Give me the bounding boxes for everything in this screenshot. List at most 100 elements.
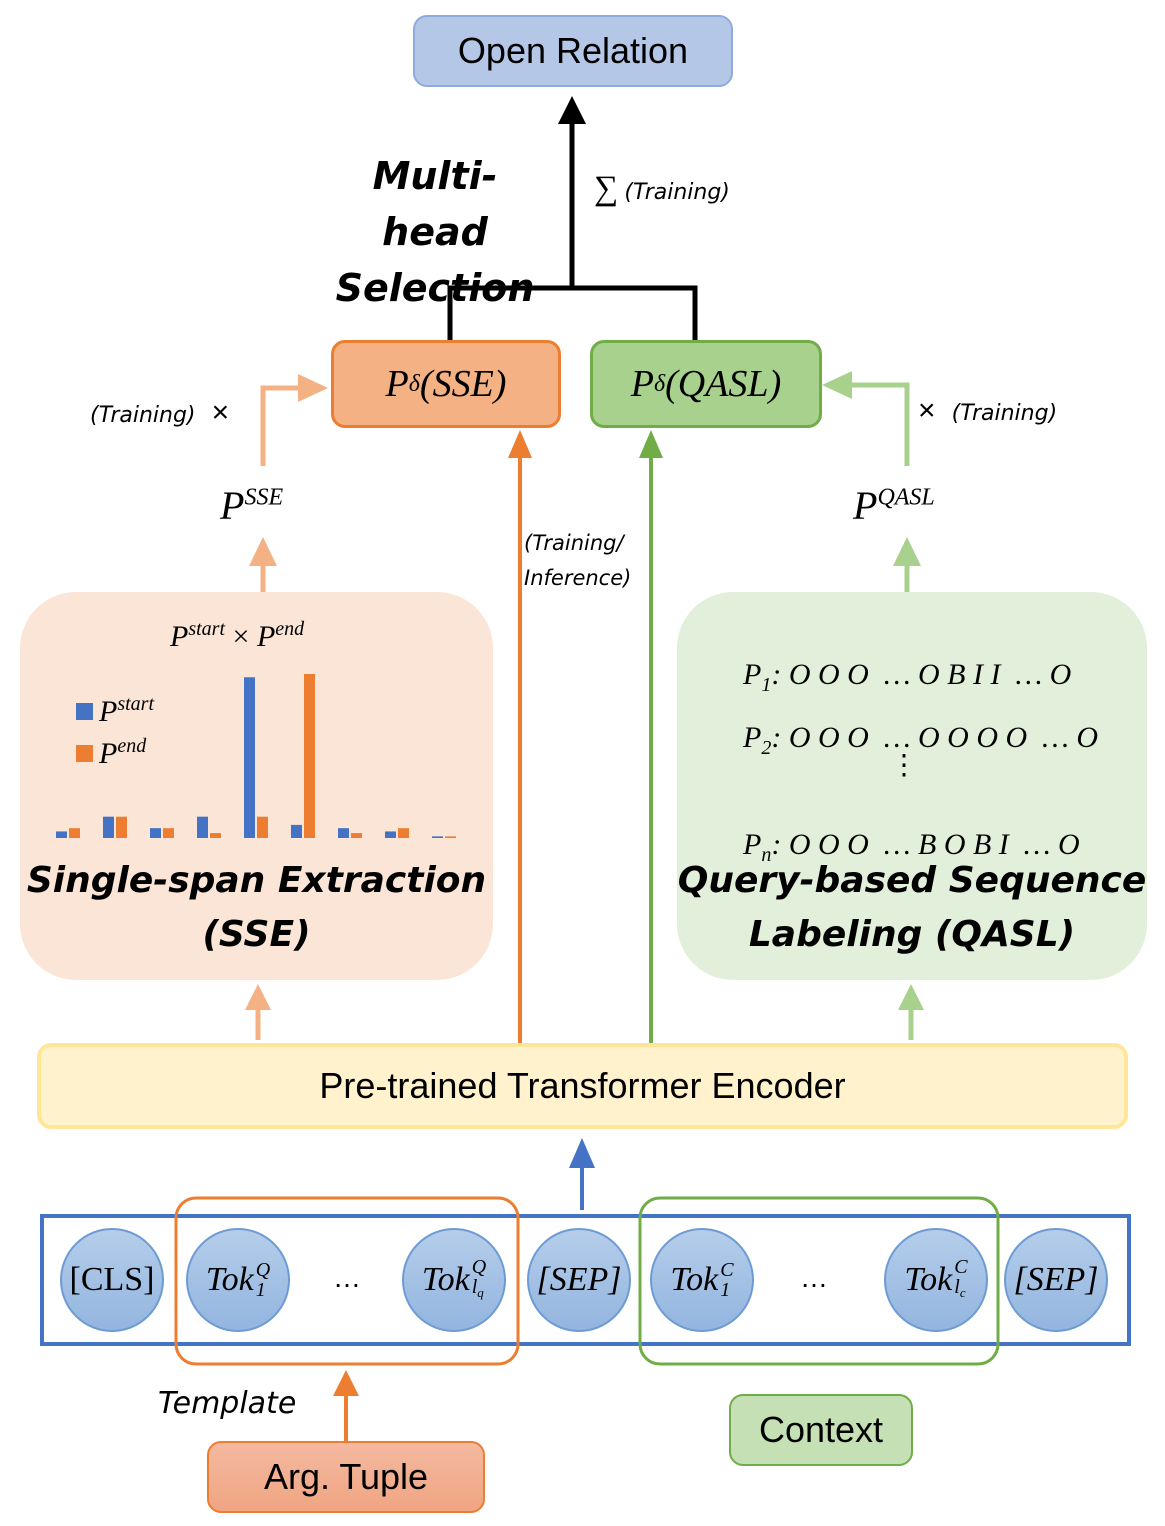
multihead-title-line2: Selection [335,266,535,310]
qasl-row-seq: : O O O … O O O O … O [771,721,1098,754]
encoder-label: Pre-trained Transformer Encoder [319,1065,846,1106]
p-qasl-label: PQASL [853,482,935,529]
query-token-group [174,1196,520,1366]
token-sup: C [954,1256,968,1278]
query-ellipsis: … [333,1262,361,1293]
sum-annotation: ∑ (Training) [594,170,730,208]
sse-head-sup: δ [408,370,420,397]
formula-a-sup: start [188,618,226,640]
token-label: [CLS] [69,1261,155,1298]
template-label: Template [158,1386,297,1421]
qasl-head-base: P [630,363,654,405]
token-sep-1: [SEP] [527,1228,631,1332]
sse-bar-chart [56,674,456,838]
bar-end-3 [163,828,174,838]
sse-formula: Pstart × Pend [170,618,304,654]
tokens-to-encoder-arrow [569,1138,595,1210]
qasl-row-label: P [743,828,762,861]
token-sub: 1 [720,1279,731,1301]
bar-end-4 [210,833,221,838]
formula-b-sup: end [275,618,305,640]
open-relation-label: Open Relation [457,30,689,71]
p-sse-base: P [220,483,245,528]
bar-start-3 [150,828,161,838]
arg-tuple-box: Arg. Tuple [207,1441,485,1513]
direct-arrows [508,430,663,1044]
context-ellipsis: … [800,1262,828,1293]
center-note: (Training/ Inference) [524,526,631,596]
bar-end-2 [116,816,127,838]
token-label: Tok [670,1261,719,1298]
p-sse-label: PSSE [220,482,283,529]
center-note-line1: (Training/ [524,531,624,555]
arg-tuple-label: Arg. Tuple [263,1456,429,1497]
qasl-row: P1: O O O … O B I I … O [728,624,1071,697]
qasl-row-seq: : O O O … B O B I … O [771,828,1080,861]
p-qasl-sup: QASL [877,484,935,511]
legend-swatch-end [76,744,93,762]
bar-start-6 [291,824,302,838]
token-cls: [CLS] [60,1228,164,1332]
token-label: [SEP] [536,1261,622,1298]
qasl-module [677,592,1147,980]
arrow-head-up-black [558,96,586,124]
qasl-row-seq: : O O O … O B I I … O [771,658,1072,691]
sse-title-line1: Single-span Extraction [26,860,487,901]
legend-label-start: Pstart [99,693,155,728]
open-relation-box: Open Relation [413,15,733,87]
qasl-row-sub: n [761,844,772,866]
legend-item-start: Pstart [76,690,154,732]
token-sup: C [720,1259,734,1281]
multihead-title-line1: Multi-head [372,154,498,254]
qasl-row-label: P [743,658,762,691]
p-sse-sup: SSE [244,484,284,511]
bar-end-8 [398,828,409,838]
token-label: Tok [904,1261,953,1298]
sse-module-title: Single-span Extraction (SSE) [20,854,493,962]
legend-label-end: Pend [99,735,147,770]
sse-head-base: P [385,363,409,405]
qasl-training-arrow [822,371,921,592]
token-sep-2: [SEP] [1004,1228,1108,1332]
p-qasl-base: P [853,483,878,528]
multihead-selection-title: Multi-head Selection [320,148,550,316]
center-note-line2: Inference) [524,566,632,590]
token-sup: Q [471,1256,487,1278]
bar-start-8 [385,831,396,838]
qasl-row-sub: 1 [761,674,772,696]
sum-note: (Training) [624,180,730,205]
sse-head-arg: (SSE) [419,363,507,405]
sse-module: Pstart × Pend Pstart Pend Single-span Ex… [20,592,493,980]
sse-title-line2: (SSE) [202,914,311,955]
qasl-row: P2: O O O … O O O O … O [728,687,1098,760]
bar-start-2 [103,816,114,838]
bar-start-1 [56,831,67,838]
token-sub: lc [954,1276,966,1300]
token-sequence-frame [40,1214,1131,1346]
formula-b-base: P [256,620,276,653]
context-label: Context [758,1409,884,1450]
bar-end-5 [257,816,268,838]
legend-item-end: Pend [76,732,154,774]
multihead-tree [447,96,698,340]
context-token-group [638,1196,1000,1366]
context-box: Context [729,1394,913,1466]
qasl-row-sub: 2 [761,737,772,759]
sse-training-arrow [249,374,328,592]
token-label: Tok [205,1261,254,1298]
bar-start-9 [432,836,443,838]
qasl-head-arg: (QASL) [665,363,782,405]
token-sub: 1 [255,1279,266,1301]
qasl-head-sup: δ [653,370,666,397]
chart-legend: Pstart Pend [76,690,154,774]
bar-start-7 [338,828,349,838]
left-training-label: (Training) [90,403,196,428]
times-icon: × [211,396,230,429]
qasl-row: Pn: O O O … B O B I … O [728,794,1080,867]
qasl-title-line1: Query-based Sequence [677,860,1147,901]
